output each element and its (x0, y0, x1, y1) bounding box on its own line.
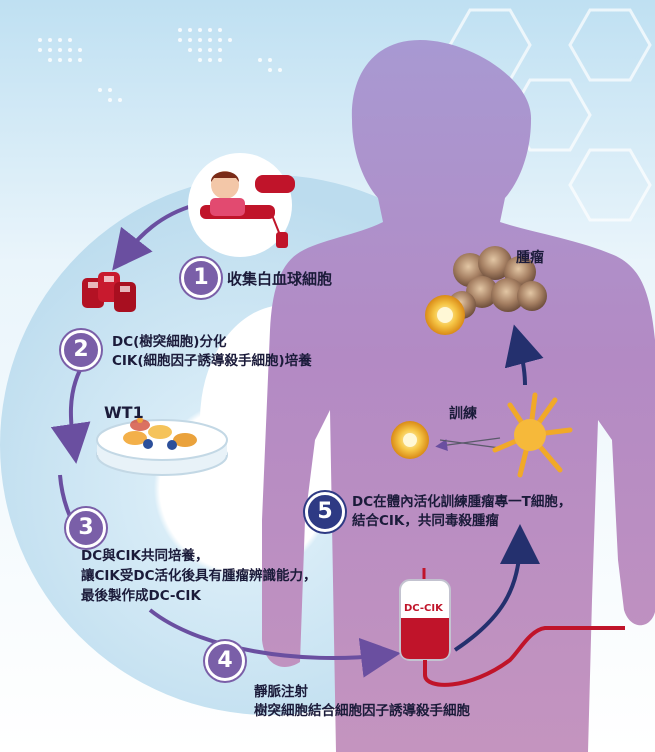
arrow-step4-to-iv (148, 608, 401, 678)
step-3-badge: 3 (66, 508, 106, 548)
step-4-badge: 4 (205, 641, 245, 681)
tumor-cluster-icon (448, 246, 547, 319)
arrow-training-2 (439, 439, 501, 449)
blood-donor-icon (188, 153, 295, 257)
step-5-badge: 5 (305, 492, 345, 532)
step-2-badge: 2 (61, 330, 101, 370)
step-5-line-1: DC在體內活化訓練腫瘤專一T細胞， (352, 494, 572, 510)
dotted-world-map (38, 28, 282, 102)
t-cell-icon (391, 421, 429, 459)
step-4-line-1: 靜脈注射 (254, 684, 308, 700)
step-2-line-2: CIK(細胞因子誘導殺手細胞)培養 (112, 353, 312, 369)
arrow-step1-to-2 (112, 203, 196, 271)
step-3-line-2: 讓CIK受DC活化後具有腫瘤辨識能力， (81, 568, 317, 584)
step-1-label: 收集白血球細胞 (227, 270, 333, 288)
step-4-line-2: 樹突細胞結合細胞因子誘導殺手細胞 (254, 703, 470, 719)
step-3-line-3: 最後製作成DC-CIK (81, 588, 201, 604)
step-1-badge: 1 (181, 258, 221, 298)
step-3-line-1: DC與CIK共同培養， (81, 548, 209, 564)
wt1-label: WT1 (104, 403, 144, 422)
iv-bag-icon (399, 568, 625, 687)
step-5-line-2: 結合CIK，共同毒殺腫瘤 (352, 513, 499, 529)
iv-bag-label: DC-CIK (404, 603, 443, 614)
petri-dish-icon (96, 419, 228, 476)
human-silhouette (262, 40, 655, 752)
training-label: 訓練 (449, 406, 477, 422)
blood-bag-icon (82, 272, 136, 312)
arrow-training-to-tumor (504, 324, 544, 386)
tumor-label: 腫瘤 (516, 250, 544, 266)
dendritic-cell-icon (492, 392, 573, 478)
step-2-line-1: DC(樹突細胞)分化 (112, 334, 227, 350)
arrow-iv-to-activation (453, 524, 540, 652)
arrow-training-1 (435, 437, 501, 451)
killer-cell-attacking-tumor-icon (425, 295, 465, 335)
arrow-step2-to-3 (50, 369, 91, 464)
antigen-dot (137, 417, 143, 423)
